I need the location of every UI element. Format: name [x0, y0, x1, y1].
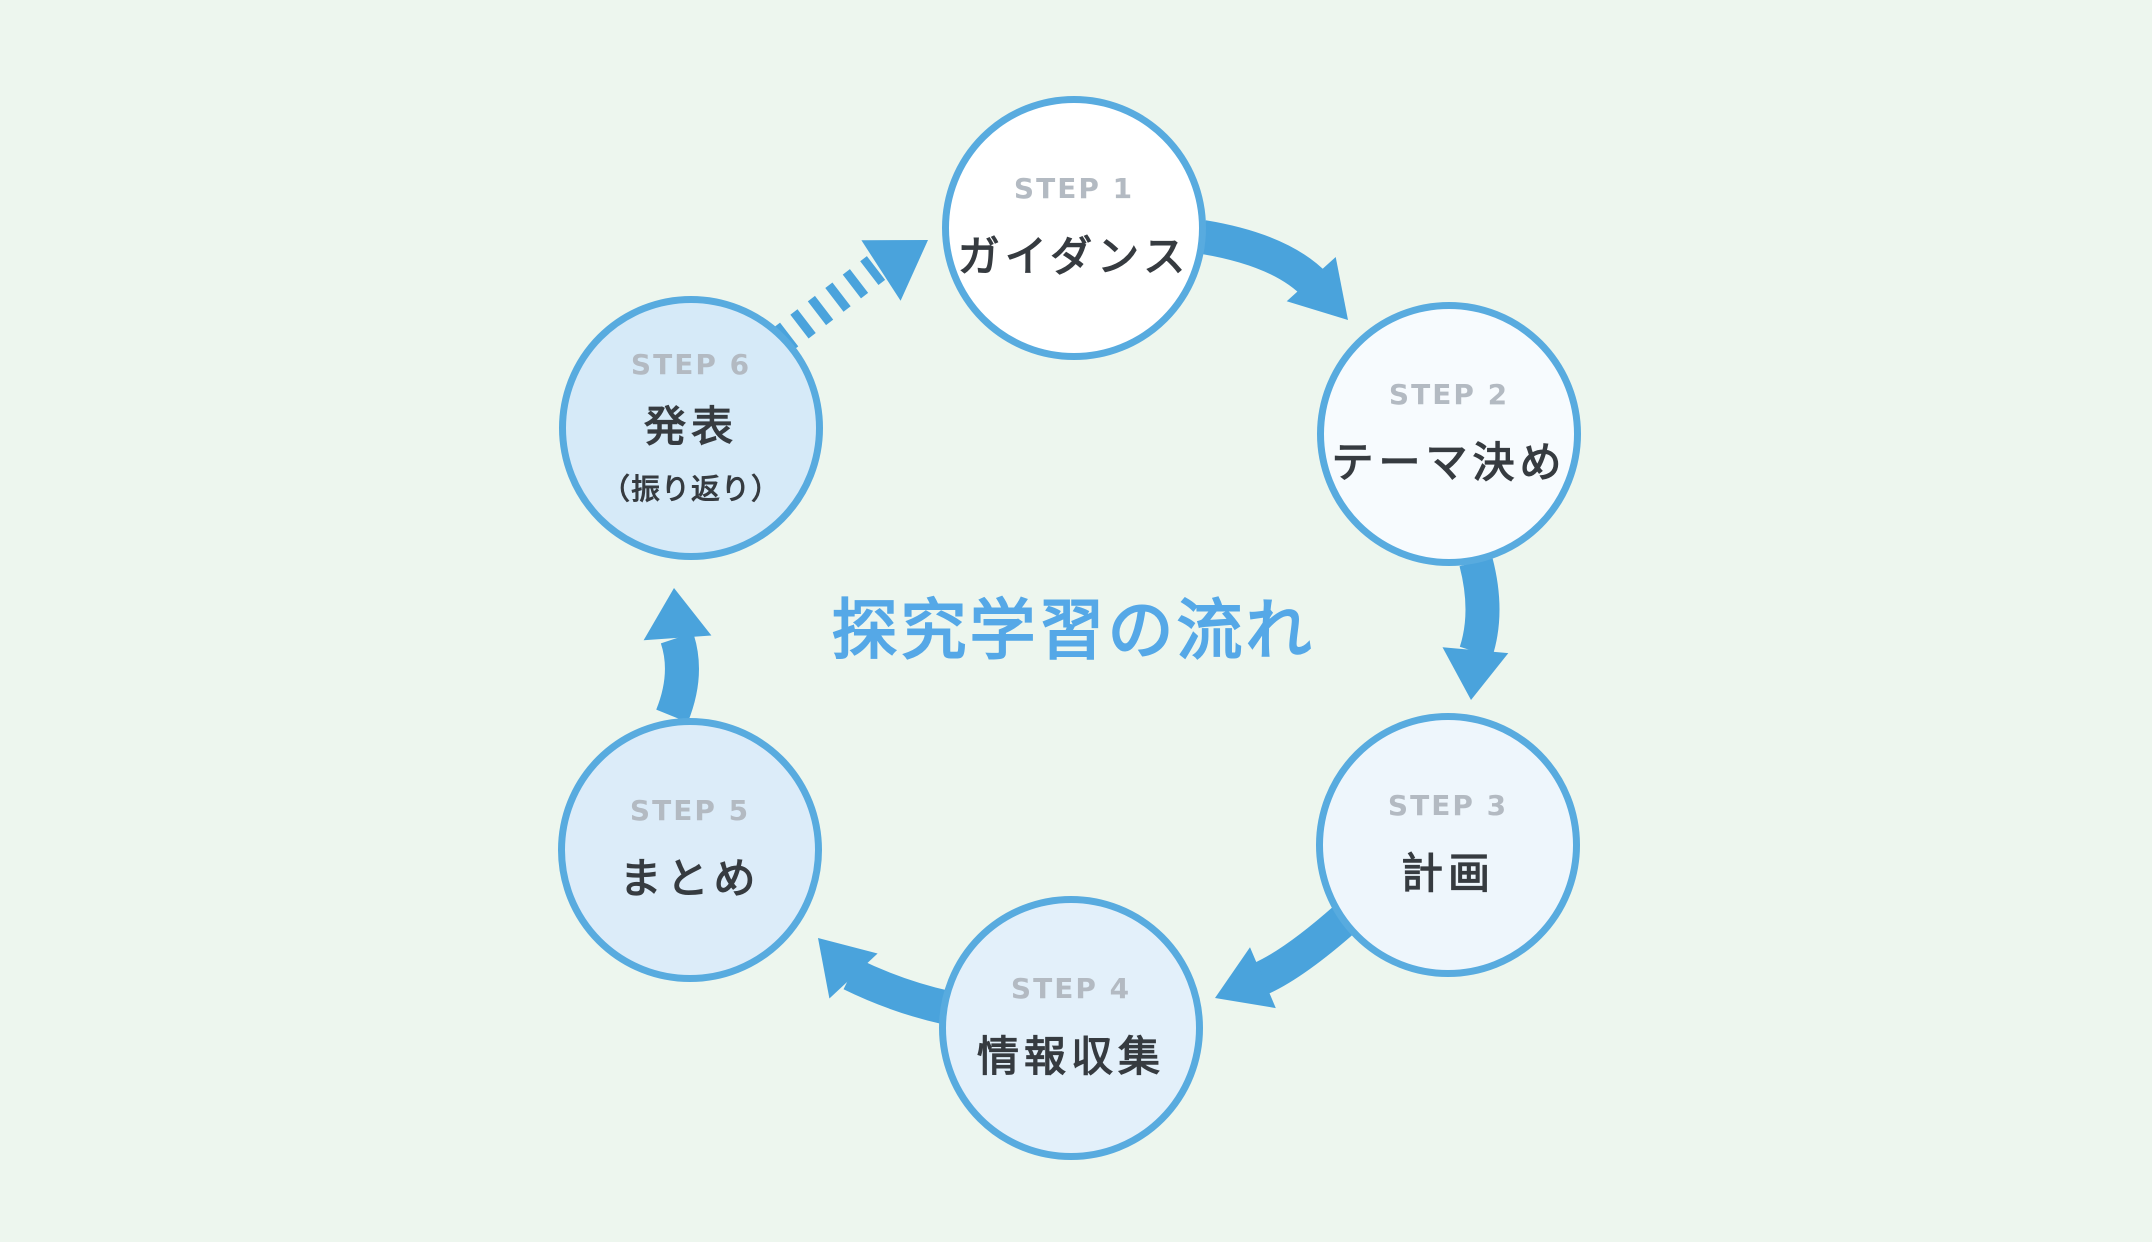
step-circle-3: STEP 3 計画 — [1316, 713, 1580, 977]
step-circle-5: STEP 5 まとめ — [558, 718, 822, 982]
step-title: ガイダンス — [957, 232, 1191, 281]
arrow-step1-to-step2-icon — [1200, 220, 1348, 320]
step-subtitle: （振り返り） — [600, 472, 781, 506]
step-label: STEP 1 — [1013, 172, 1135, 205]
step-label: STEP 3 — [1387, 789, 1509, 822]
arrow-step5-to-step6-icon — [643, 588, 712, 723]
arrow-step4-to-step5-icon — [818, 938, 952, 1025]
step-circle-1: STEP 1 ガイダンス — [942, 96, 1206, 360]
step-label: STEP 2 — [1388, 378, 1510, 411]
arrow-step6-to-step1-dashed-icon — [772, 240, 928, 352]
arrow-step2-to-step3-icon — [1442, 557, 1509, 700]
step-title: 情報収集 — [976, 1032, 1165, 1081]
step-title: 発表 — [643, 402, 738, 451]
arrow-step3-to-step4-icon — [1215, 905, 1358, 1009]
step-label: STEP 5 — [629, 794, 751, 827]
step-title: 計画 — [1400, 849, 1495, 898]
step-circle-6: STEP 6 発表 （振り返り） — [559, 296, 823, 560]
diagram-title: 探究学習の流れ — [831, 592, 1315, 669]
step-label: STEP 4 — [1010, 972, 1132, 1005]
step-circle-2: STEP 2 テーマ決め — [1317, 302, 1581, 566]
step-title: テーマ決め — [1331, 438, 1567, 487]
step-title: まとめ — [619, 854, 761, 903]
step-label: STEP 6 — [630, 348, 752, 381]
step-circle-4: STEP 4 情報収集 — [939, 896, 1203, 1160]
